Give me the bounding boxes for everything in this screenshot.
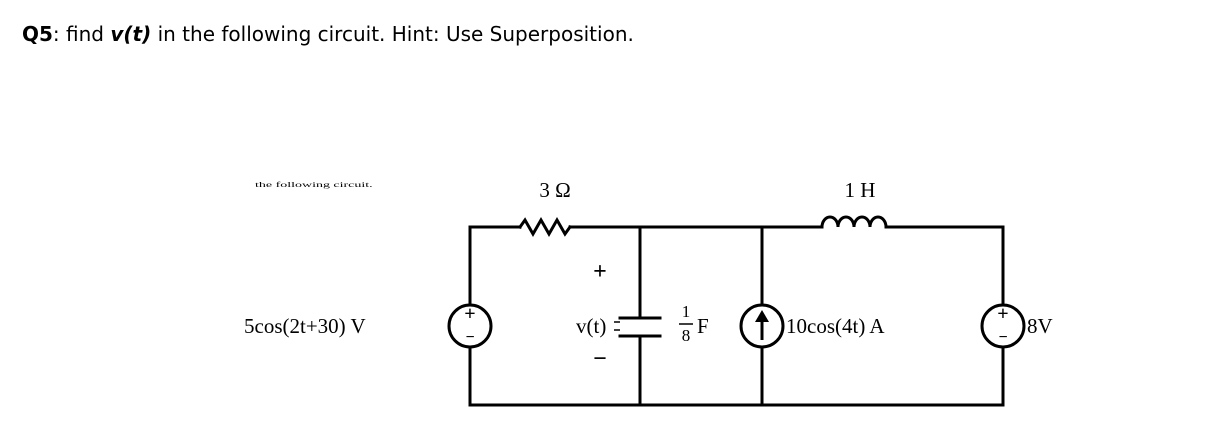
dc-source-minus: − xyxy=(998,329,1007,346)
cropped-caption: the following circuit. xyxy=(255,181,373,189)
dc-source-plus: + xyxy=(997,303,1008,325)
capacitor-plus: + xyxy=(593,259,607,285)
wire-top-left xyxy=(468,225,522,233)
question-variable: v(t) xyxy=(110,22,152,46)
question-number: Q5 xyxy=(22,22,53,46)
inductor-1h xyxy=(820,215,888,229)
question-text: Q5: find v(t) in the following circuit. … xyxy=(22,22,634,46)
voltage-source-dc xyxy=(980,303,1026,349)
ac-source-minus: − xyxy=(465,329,474,346)
capacitor-label-leader xyxy=(614,321,620,331)
voltage-source-label: 5cos(2t+30) V xyxy=(244,314,366,338)
current-source xyxy=(739,303,785,349)
capacitor-unit: F xyxy=(697,314,709,338)
capacitor-value-denominator: 8 xyxy=(682,326,691,345)
ac-source-plus: + xyxy=(464,303,475,325)
question-text-before: : find xyxy=(52,22,111,46)
capacitor-voltage-label: v(t) xyxy=(576,314,606,338)
question-text-after: in the following circuit. Hint: Use Supe… xyxy=(151,22,634,46)
current-source-label: 10cos(4t) A xyxy=(786,314,885,338)
dc-source-label: 8V xyxy=(1027,314,1053,338)
voltage-source-ac xyxy=(447,303,493,349)
inductor-label: 1 H xyxy=(845,178,876,202)
capacitor-value-numerator: 1 xyxy=(682,302,691,321)
resistor-3ohm xyxy=(517,216,573,238)
capacitor-minus: − xyxy=(593,346,607,372)
resistor-label: 3 Ω xyxy=(539,178,570,202)
current-source-arrow-icon xyxy=(755,310,769,340)
wire-top-right xyxy=(884,225,1005,307)
